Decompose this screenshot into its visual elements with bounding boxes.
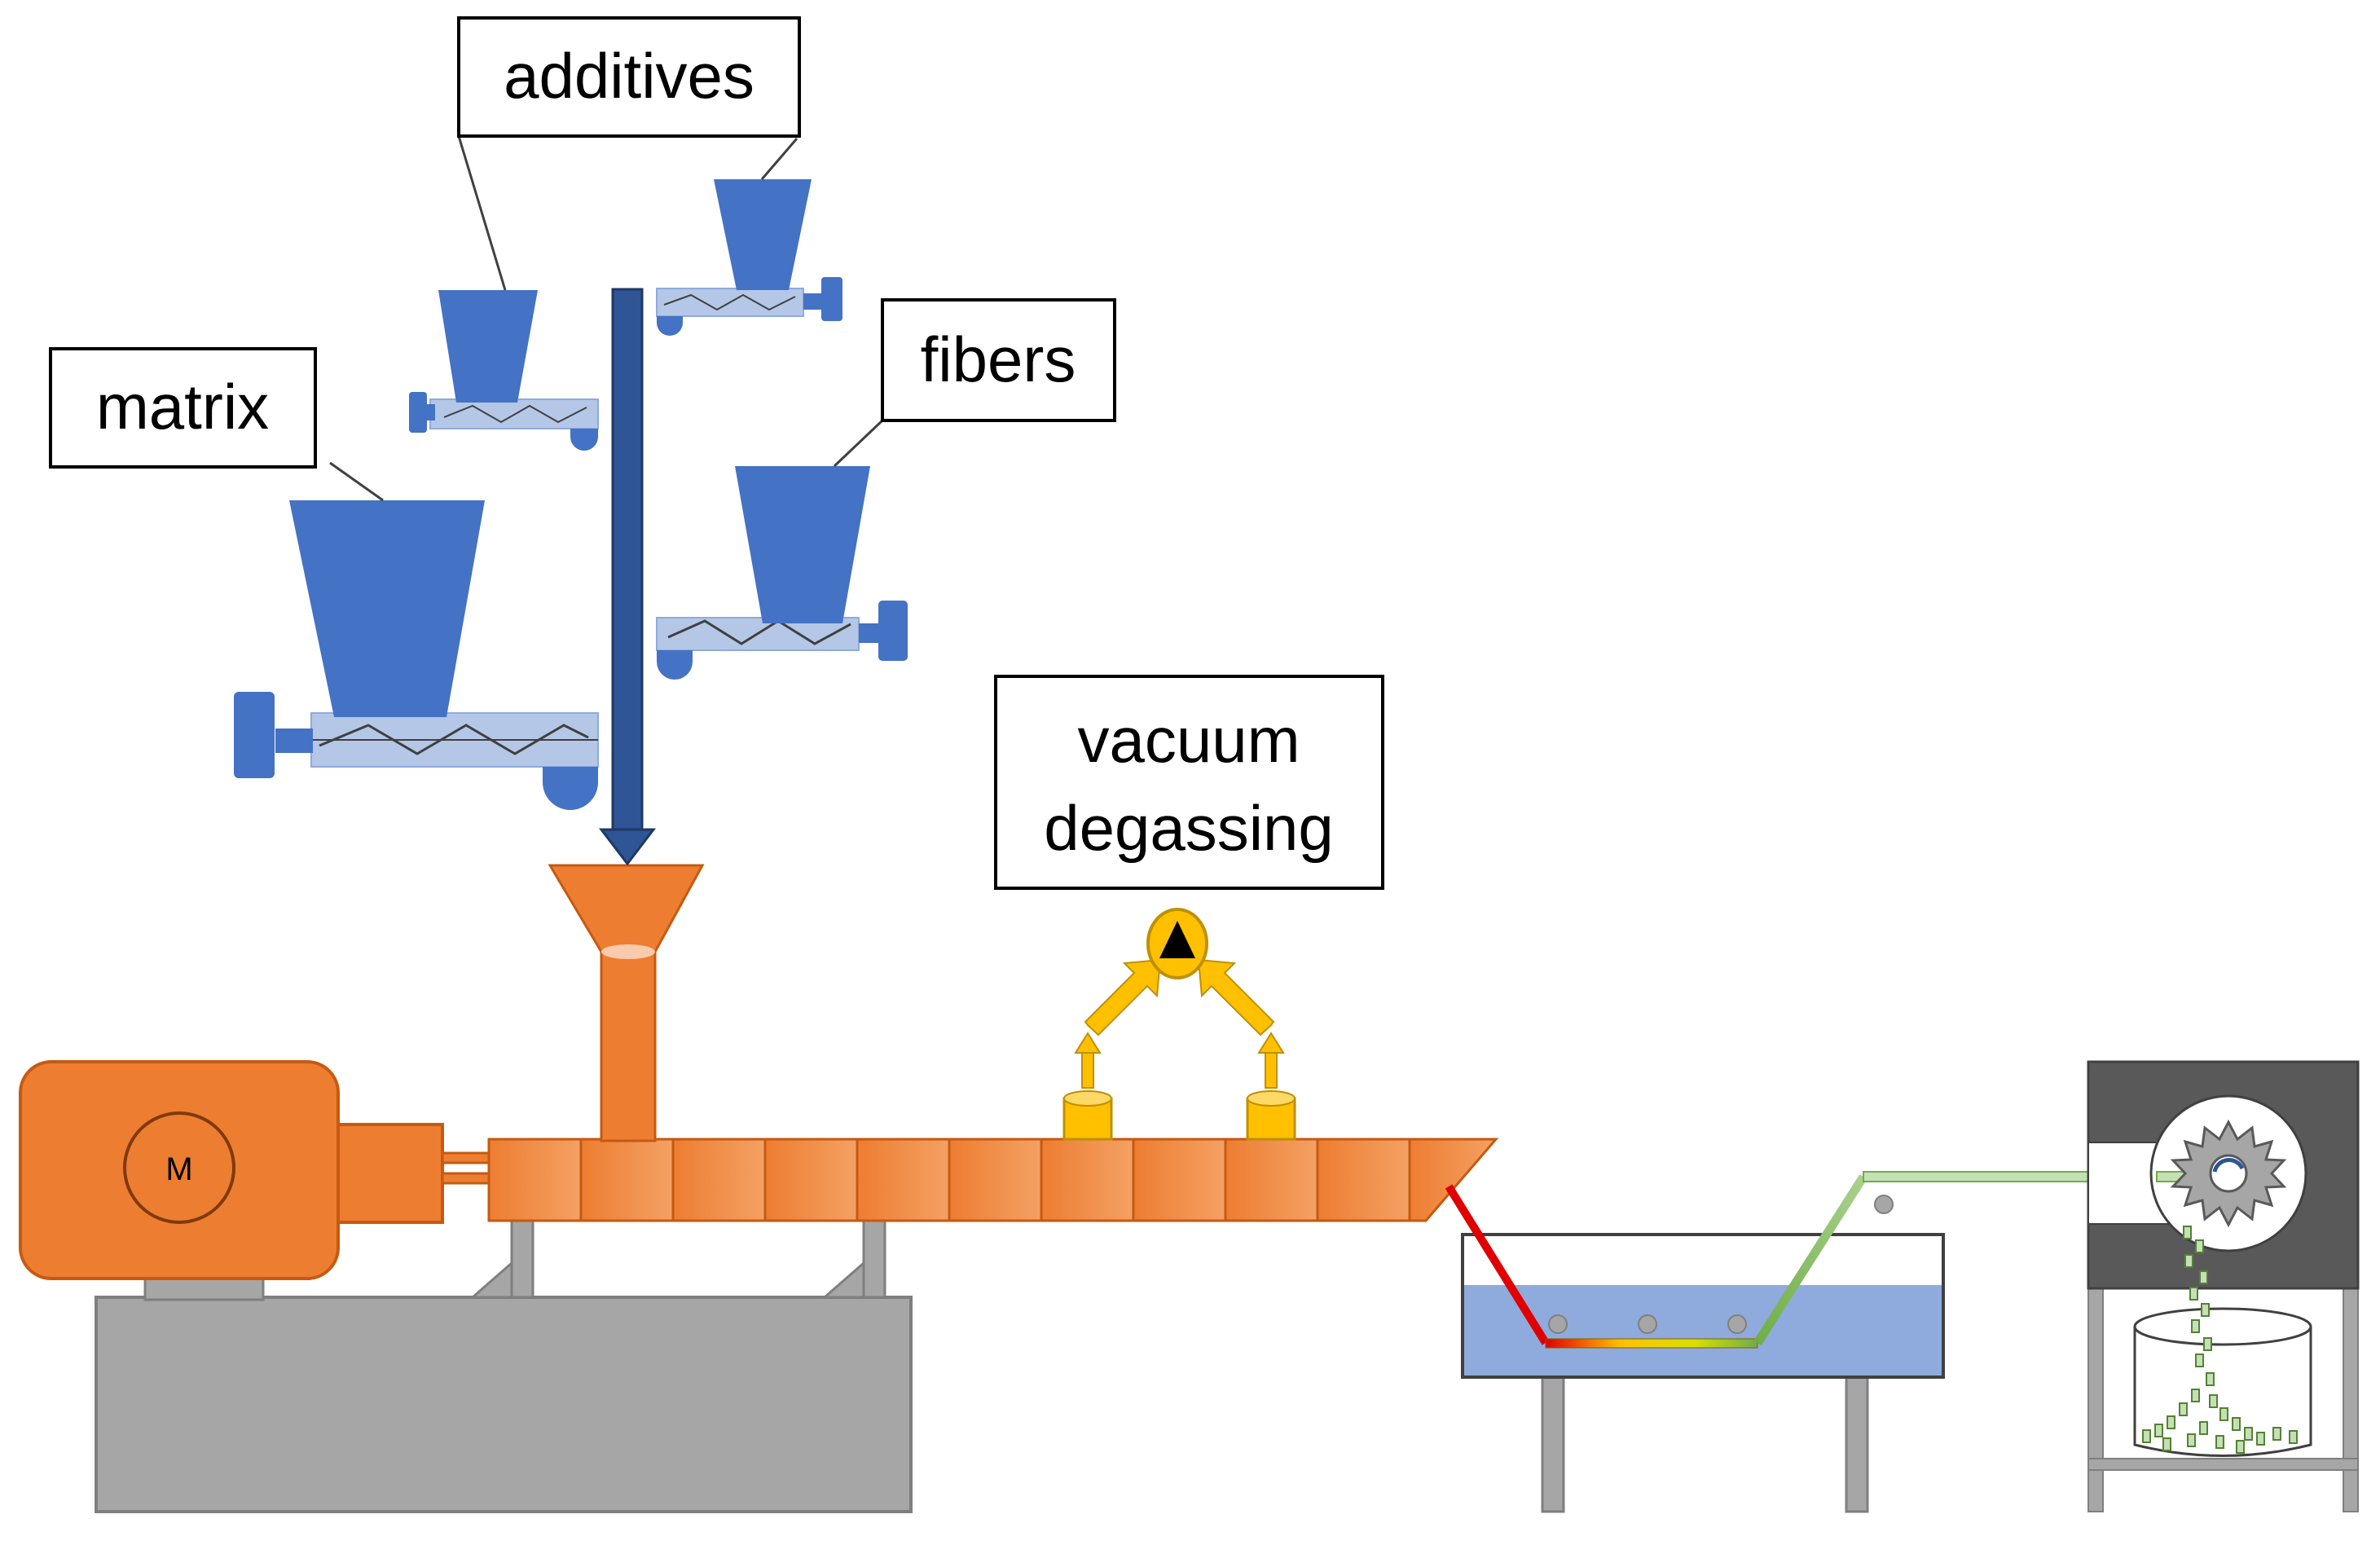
main-hopper xyxy=(548,864,705,1142)
extruder-barrel xyxy=(487,1138,1499,1222)
vacuum-system xyxy=(1062,908,1296,1141)
label-fibers: fibers xyxy=(881,298,1116,422)
matrix-hopper xyxy=(289,500,485,717)
additives-feeder-right xyxy=(656,138,842,336)
matrix-label: matrix xyxy=(96,371,269,442)
fibers-label: fibers xyxy=(921,324,1076,395)
fibers-feeder xyxy=(656,419,908,680)
feed-arrow xyxy=(598,288,657,866)
polymer-strand xyxy=(1445,1171,2158,1349)
pellets xyxy=(2142,1226,2298,1454)
motor-label: M xyxy=(165,1151,192,1187)
additives-leader-right xyxy=(760,138,798,180)
additives-feeder-left xyxy=(409,135,599,451)
die xyxy=(1408,1138,1499,1222)
water-bath xyxy=(1461,1195,1945,1513)
motor-icon xyxy=(123,1111,235,1224)
motor: M xyxy=(19,1060,491,1280)
label-matrix: matrix xyxy=(49,347,317,469)
label-additives: additives xyxy=(457,16,801,138)
additives-label: additives xyxy=(504,40,754,112)
additives-leader-left xyxy=(457,135,507,291)
vacuum-label-line2: degassing xyxy=(1044,792,1334,864)
label-vacuum-degassing: vacuum degassing xyxy=(994,675,1384,890)
pelletizer xyxy=(2087,1060,2360,1512)
additives-hopper-right xyxy=(714,179,812,290)
additives-hopper-left xyxy=(438,290,538,403)
fibers-hopper xyxy=(735,466,870,623)
vacuum-label-line1: vacuum xyxy=(1077,704,1300,776)
matrix-feeder xyxy=(234,461,599,810)
matrix-leader-line xyxy=(329,461,384,502)
fibers-leader-line xyxy=(833,419,884,468)
